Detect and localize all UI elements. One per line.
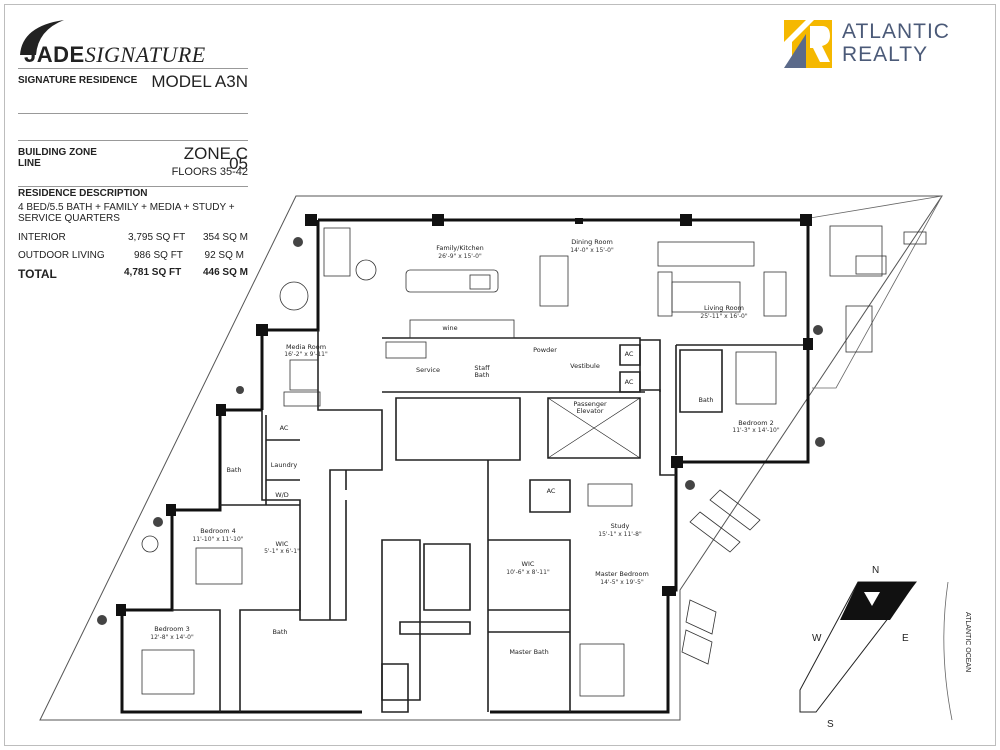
dims-family-kitchen: 26'-9" x 15'-0" (438, 253, 482, 260)
plant-icons (97, 237, 825, 625)
dims-bedroom3: 12'-8" x 14'-0" (150, 634, 194, 641)
label-wd: W/D (275, 491, 289, 499)
page-frame (4, 4, 996, 746)
line-value: 05 (229, 154, 248, 173)
zone-value: ZONE C (183, 144, 248, 163)
label-bath-b4: Bath (226, 466, 241, 474)
spec-row-residence: SIGNATURE RESIDENCE MODEL A3N (18, 68, 248, 113)
room-labels: Family/Kitchen 26'-9" x 15'-0" Dining Ro… (150, 238, 780, 656)
label-laundry: Laundry (271, 461, 298, 469)
room-wic-master: WIC (522, 560, 535, 568)
interior-walls (172, 330, 808, 713)
dims-wic-master: 10'-6" x 8'-11" (506, 569, 550, 576)
interior-label: INTERIOR (18, 232, 66, 243)
residence-label: SIGNATURE RESIDENCE (18, 75, 138, 86)
compass-n: N (872, 565, 879, 576)
spec-row-divider (18, 186, 248, 188)
residence-value: MODEL A3N (151, 72, 248, 91)
brand-name: JADESIGNATURE (24, 42, 206, 68)
compass: N S E W ATLANTIC OCEAN (799, 565, 971, 730)
jade-mark-icon (20, 20, 64, 55)
room-media: Media Room (286, 343, 326, 351)
label-bath-b2: Bath (698, 396, 713, 404)
spec-row-line: LINE 05 (18, 113, 248, 173)
spec-table: SIGNATURE RESIDENCE MODEL A3N LINE 05 BU… (18, 68, 248, 188)
residence-description: RESIDENCE DESCRIPTION 4 BED/5.5 BATH + F… (18, 188, 248, 281)
dims-bedroom2: 11'-3" x 14'-10" (732, 427, 779, 434)
interior-sqm: 354 SQ M (202, 232, 248, 243)
dims-study: 15'-1" x 11'-8" (598, 531, 642, 538)
window-mullions (116, 214, 813, 616)
label-vestibule: Vestibule (570, 362, 600, 370)
interior-sqft: 3,795 SQ FT (128, 232, 186, 243)
compass-e: E (902, 633, 909, 644)
room-master-bedroom: Master Bedroom (595, 570, 649, 578)
atlantic-realty-mark-icon (784, 20, 832, 68)
balcony-right (809, 195, 943, 389)
outdoor-sqft: 986 SQ FT (134, 250, 183, 261)
atlantic-realty-logo: ATLANTIC REALTY (784, 20, 984, 70)
label-ac-2: AC (625, 378, 634, 386)
zone-label: BUILDING ZONE (18, 147, 97, 158)
description-text-line2: SERVICE QUARTERS (18, 213, 120, 224)
line-label: LINE (18, 158, 41, 169)
label-staff-bath: Bath (474, 371, 489, 379)
total-sqft: 4,781 SQ FT (124, 267, 182, 278)
label-staff: Staff (474, 364, 490, 372)
dims-media: 16'-2" x 9'-11" (284, 351, 328, 358)
ocean-label: ATLANTIC OCEAN (964, 612, 971, 672)
compass-s: S (827, 719, 834, 730)
zone-floors: FLOORS 35-42 (171, 166, 248, 178)
outdoor-label: OUTDOOR LIVING (18, 250, 105, 261)
spec-row-zone: BUILDING ZONE ZONE C FLOORS 35-42 (18, 140, 248, 186)
label-bath-b3: Bath (272, 628, 287, 636)
label-wine: wine (442, 324, 457, 332)
room-bedroom2: Bedroom 2 (738, 419, 774, 427)
dims-wic-small: 5'-1" x 6'-1" (264, 548, 300, 555)
label-ac-1: AC (625, 350, 634, 358)
brand-name-italic: SIGNATURE (84, 42, 206, 67)
label-elevator: Elevator (577, 407, 604, 415)
label-ac-4: AC (547, 487, 556, 495)
furniture (141, 225, 927, 697)
dims-bedroom4: 11'-10" x 11'-10" (192, 536, 243, 543)
room-wic-small: WIC (276, 540, 289, 548)
room-living: Living Room (704, 304, 744, 312)
total-label: TOTAL (18, 267, 57, 281)
dims-living: 25'-11" x 16'-0" (700, 313, 747, 320)
logo-line2: REALTY (842, 43, 929, 66)
dims-dining: 14'-0" x 15'-0" (570, 247, 614, 254)
room-study: Study (611, 522, 630, 530)
dims-master-bedroom: 14'-5" x 19'-5" (600, 579, 644, 586)
description-text-line1: 4 BED/5.5 BATH + FAMILY + MEDIA + STUDY … (18, 202, 235, 213)
brand-name-bold: JADE (24, 42, 85, 67)
label-ac-3: AC (280, 424, 289, 432)
outdoor-sqm: 92 SQ M (204, 250, 244, 261)
compass-w: W (812, 633, 822, 644)
logo-line1: ATLANTIC (842, 20, 950, 43)
room-dining: Dining Room (571, 238, 613, 246)
total-sqm: 446 SQ M (202, 267, 248, 278)
label-master-bath: Master Bath (509, 648, 548, 656)
label-powder: Powder (533, 346, 557, 354)
exterior-walls (120, 218, 810, 714)
label-passenger: Passenger (573, 400, 607, 408)
room-family-kitchen: Family/Kitchen (436, 244, 484, 252)
room-bedroom3: Bedroom 3 (154, 625, 190, 633)
room-bedroom4: Bedroom 4 (200, 527, 236, 535)
description-heading: RESIDENCE DESCRIPTION (18, 188, 148, 199)
label-service: Service (416, 366, 440, 374)
logo-text: ATLANTIC REALTY (842, 20, 950, 66)
